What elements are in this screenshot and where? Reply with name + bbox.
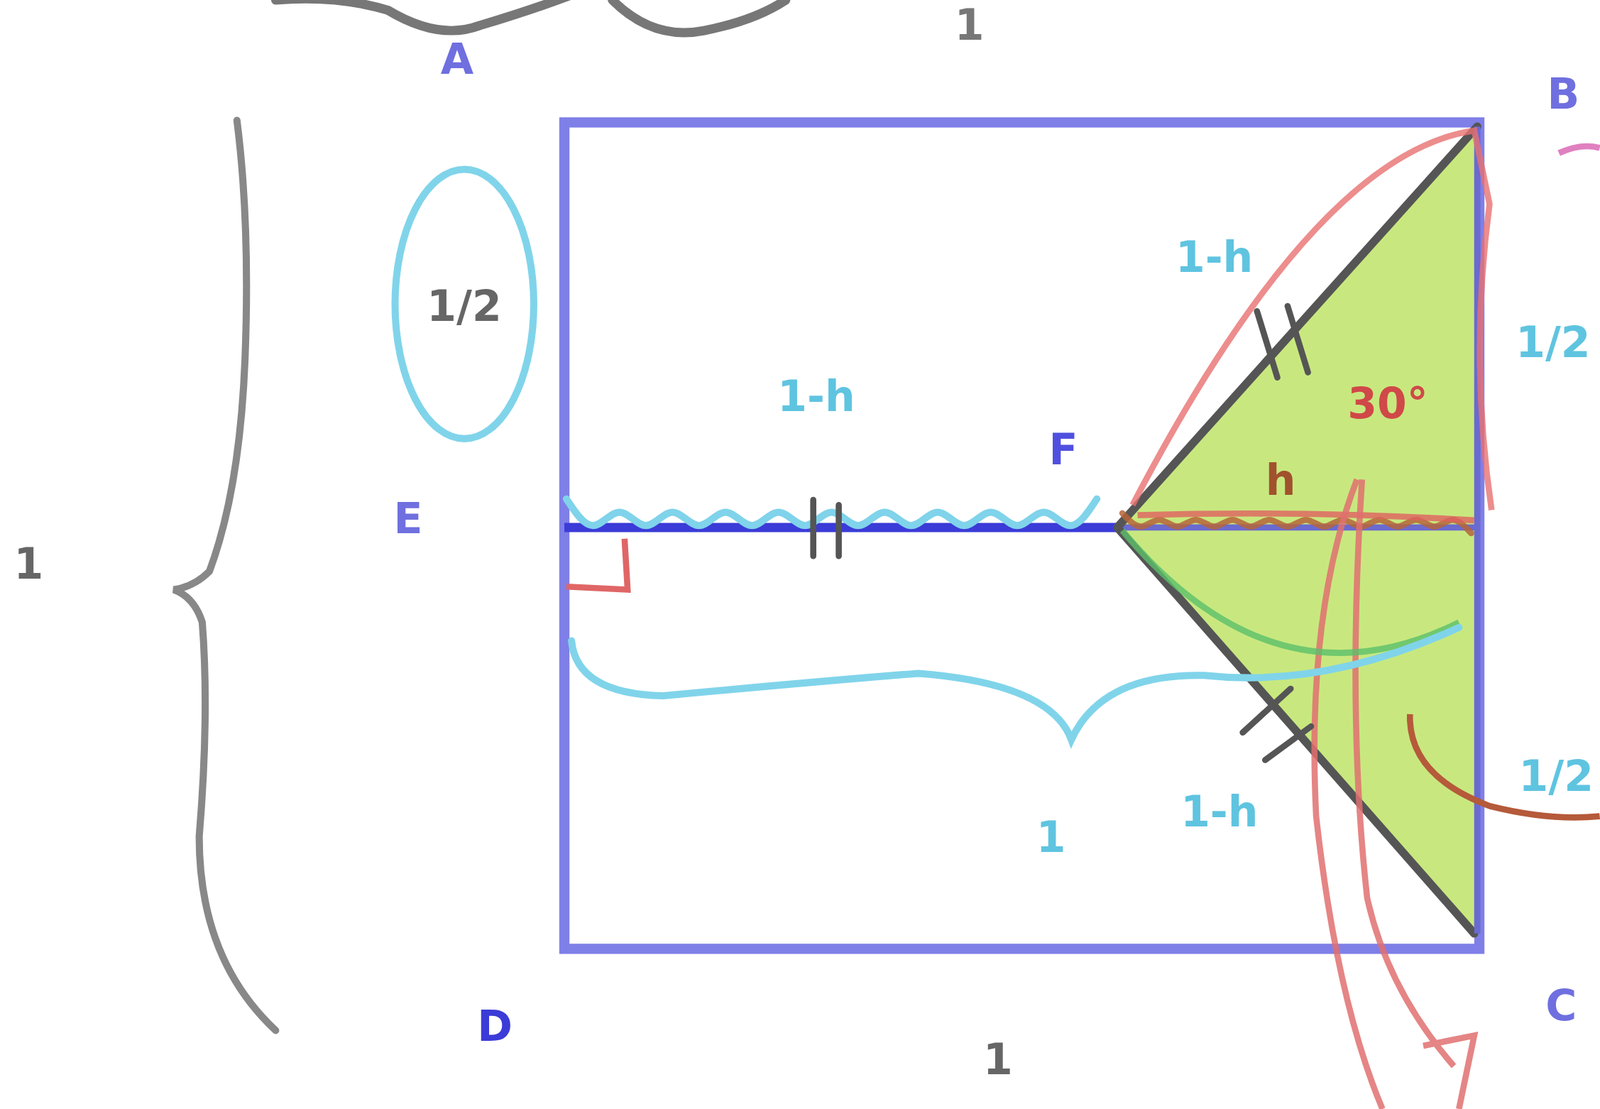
top-brace [275,0,786,33]
length-zigzag [566,499,1097,526]
brown-curve [1409,714,1600,818]
tick-marks [813,305,1312,760]
left-brace [173,120,277,1031]
length-label: 1 [1036,815,1067,859]
triangle-side [1474,126,1481,934]
circle-mark [395,169,534,439]
red-arrows [1314,479,1475,1109]
green-brace [1122,530,1459,653]
pink-mark [1558,146,1600,154]
vertex-label: C [1545,983,1577,1027]
bottom-brace [571,627,1459,740]
fraction-label: 1/2 [1515,320,1591,364]
point-label: F [1048,428,1078,471]
length-label: h [1265,458,1297,502]
length-label: 1-h [1180,790,1258,833]
side-length: 1 [954,3,985,47]
length-label: 1-h [777,374,855,418]
red-outline [1132,130,1492,511]
fraction-label: 1/2 [426,284,502,328]
length-label: 1-h [1175,235,1253,279]
vertex-label: B [1546,72,1580,115]
side-length: 1 [983,1037,1013,1081]
red-marker [1137,513,1475,521]
vertex-label: D [477,1004,513,1048]
right-angle-mark [566,538,628,590]
square [564,122,1480,949]
fraction-label: 1/2 [1518,754,1593,798]
point-label: E [393,496,424,540]
side-length: 1 [13,542,44,585]
angle-label: 30° [1347,381,1429,425]
vertex-label: A [440,37,474,81]
